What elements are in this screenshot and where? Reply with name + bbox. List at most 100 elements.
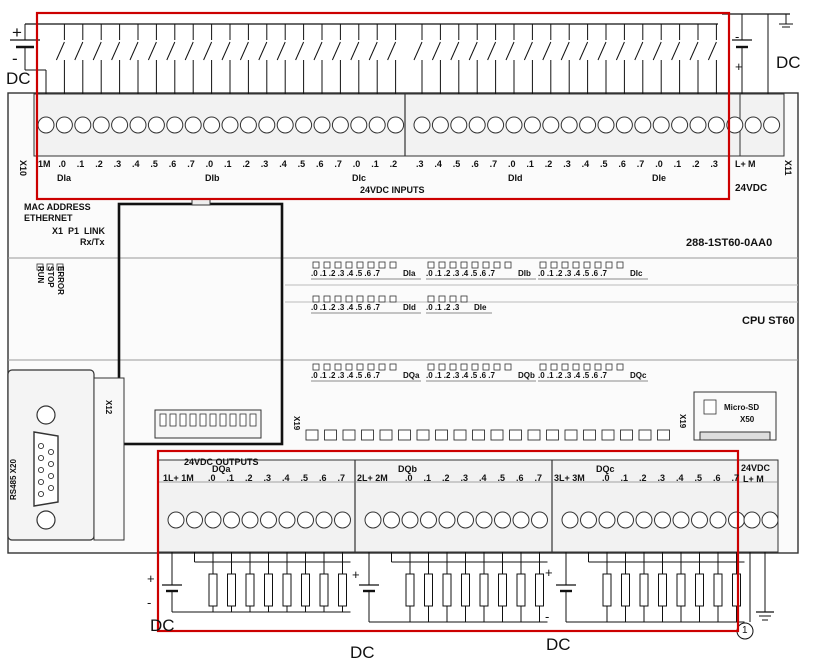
input-switch-wires <box>24 23 718 94</box>
top-terminal-screw <box>468 116 486 134</box>
output-terminal-label: .0 <box>208 473 216 483</box>
bottom-terminal-screw <box>260 511 277 529</box>
common-1m-label: 1M <box>38 159 51 169</box>
bus-pin <box>657 429 670 441</box>
io-led <box>493 363 501 371</box>
switch-contact <box>184 41 194 61</box>
led-bit-labels: .0 .1 .2 .3 .4 .5 .6 .7 <box>538 371 607 380</box>
input-terminal-label: .0 <box>205 159 214 169</box>
bottom-terminal-screw <box>278 511 296 529</box>
led-bit-labels: .0 .1 .2 .3 .4 .5 .6 .7 <box>426 269 495 278</box>
output-terminal-label: .5 <box>497 473 506 483</box>
bus-connector-x19 <box>305 429 670 441</box>
top-terminal-screw <box>239 116 257 134</box>
dc-label-bottom-1: DC <box>150 616 175 635</box>
group-label-did: DId <box>508 173 523 183</box>
bottom-terminal-screw <box>654 511 671 529</box>
ethernet-label: ETHERNET <box>24 213 73 223</box>
load-resistor <box>658 573 667 607</box>
top-terminal-screw <box>707 116 725 134</box>
input-terminal-label: .5 <box>297 159 306 169</box>
bottom-terminal-screw <box>512 511 530 529</box>
output-terminal-label: .2 <box>639 473 647 483</box>
model-code: 288-1ST60-0AA0 <box>686 237 773 249</box>
switch-contact <box>387 41 397 61</box>
bottom-terminal-screw <box>167 511 185 529</box>
output-terminal-label: .0 <box>405 473 413 483</box>
io-led <box>323 295 331 303</box>
bus-pin <box>379 429 393 441</box>
load-resistor <box>227 573 236 607</box>
led-group-label: DQb <box>518 371 535 380</box>
switch-contact <box>413 41 423 61</box>
io-led <box>583 363 591 371</box>
bus-pin <box>638 429 652 441</box>
io-led <box>378 363 386 371</box>
db9-pin <box>37 466 45 474</box>
micro-sd-label: Micro-SD <box>724 403 760 412</box>
bus-pin <box>435 429 448 441</box>
bottom-terminal-screw <box>475 511 493 529</box>
group-label-dqa: DQa <box>212 464 231 474</box>
bottom-terminal-screw <box>241 511 259 529</box>
top-terminal-screw <box>726 116 744 134</box>
bus-pin <box>361 429 374 441</box>
bottom-terminal-screw <box>691 511 708 529</box>
db9-connector <box>33 405 59 530</box>
input-terminal-label: .3 <box>113 159 122 169</box>
io-led <box>482 261 490 269</box>
top-terminal-screw <box>487 116 505 134</box>
bottom-terminal-screw <box>297 511 314 529</box>
connector-pin <box>199 413 207 427</box>
io-led <box>356 295 364 303</box>
bottom-terminal-screw <box>761 511 779 529</box>
output-terminal-label: .6 <box>319 473 327 483</box>
io-led <box>389 261 397 269</box>
minus-bottom-3: - <box>545 609 550 624</box>
cpu-name: CPU ST60 <box>742 315 795 327</box>
switch-contact <box>689 41 699 61</box>
bus-pin <box>601 429 615 441</box>
top-terminal-screw <box>55 116 73 134</box>
bottom-supply-label: 24VDC <box>741 463 771 473</box>
plus-sign-top-left: + <box>12 23 22 42</box>
io-led <box>345 295 353 303</box>
input-terminal-label: .3 <box>260 159 269 169</box>
io-led <box>438 261 446 269</box>
io-led <box>378 261 386 269</box>
bottom-terminal-screw <box>401 511 419 529</box>
bus-pin <box>472 429 485 441</box>
bottom-terminal-screw <box>204 511 222 529</box>
io-led <box>323 261 331 269</box>
bus-pin <box>305 429 319 441</box>
plus-bottom-2: + <box>352 567 360 582</box>
db9-pin <box>47 484 55 492</box>
x19-label-left: X19 <box>292 416 301 431</box>
io-led <box>367 363 375 371</box>
input-terminal-label: .1 <box>673 159 682 169</box>
load-resistor <box>424 573 433 607</box>
bottom-terminal-screw <box>364 511 382 529</box>
dc-label-top-left: DC <box>6 69 31 88</box>
io-led <box>427 363 435 371</box>
output-terminal-label: .7 <box>337 473 346 483</box>
io-led <box>427 261 435 269</box>
top-terminal-screw <box>689 116 707 134</box>
switch-contact <box>615 41 625 61</box>
switch-contact <box>468 41 478 61</box>
io-led <box>449 363 457 371</box>
db9-pin <box>47 448 55 456</box>
bus-pin <box>583 429 596 441</box>
io-led <box>616 363 624 371</box>
input-terminals-highlight <box>35 11 731 201</box>
plus-bottom-3: + <box>545 565 553 580</box>
top-terminal-screw <box>129 116 147 134</box>
io-led <box>493 261 501 269</box>
bus-pin <box>509 429 522 441</box>
bus-pin <box>324 429 337 441</box>
db9-pin <box>47 472 55 480</box>
bottom-terminal-screw <box>223 511 240 529</box>
load-resistor <box>442 573 452 607</box>
bus-pin <box>398 429 411 441</box>
input-terminal-label: .1 <box>224 159 232 169</box>
